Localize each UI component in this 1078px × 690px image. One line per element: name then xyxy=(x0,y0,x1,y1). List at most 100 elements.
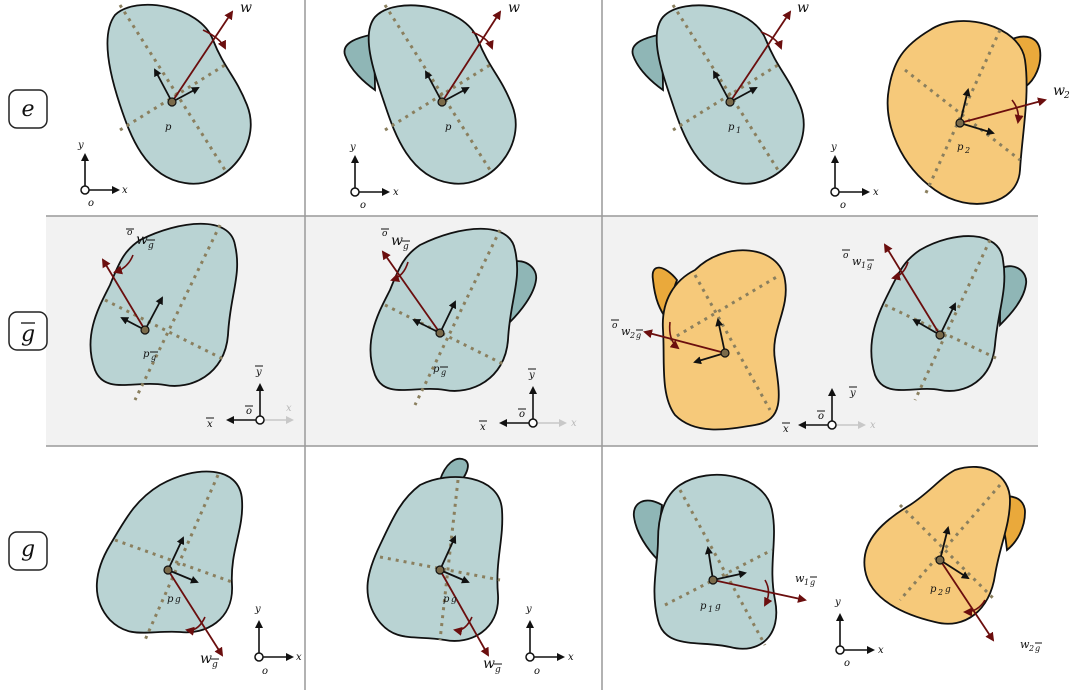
svg-text:1: 1 xyxy=(804,578,809,587)
svg-text:y: y xyxy=(834,597,841,608)
label-p2: p 2 xyxy=(957,142,970,155)
svg-text:o: o xyxy=(88,198,94,209)
label-w: w xyxy=(797,0,809,16)
svg-text:y: y xyxy=(255,367,262,378)
svg-text:g: g xyxy=(636,331,641,340)
svg-text:w: w xyxy=(1053,83,1065,99)
label-p: p xyxy=(165,122,172,133)
label-ow1-g: o w 1 g xyxy=(842,249,874,270)
svg-text:o: o xyxy=(534,666,540,677)
pear-body xyxy=(106,3,252,185)
svg-text:1: 1 xyxy=(736,126,741,135)
label-pg: p g xyxy=(443,594,457,605)
svg-text:x: x xyxy=(207,419,213,430)
pear-body-with-ear xyxy=(369,227,537,406)
svg-text:x: x xyxy=(870,420,876,431)
body-frame xyxy=(643,318,730,365)
svg-text:w: w xyxy=(621,325,631,338)
orange-pear-body xyxy=(651,249,787,431)
svg-text:g: g xyxy=(148,241,154,251)
svg-text:o: o xyxy=(519,409,525,420)
svg-text:g: g xyxy=(945,585,951,595)
svg-text:g: g xyxy=(715,602,721,612)
orange-pear-body xyxy=(863,465,1026,625)
label-pg-bar: p g xyxy=(143,349,158,362)
world-frame-bar: y x o x xyxy=(479,368,577,433)
pear-body-with-ear xyxy=(631,4,805,185)
world-frame-bar: y x o x xyxy=(782,386,876,435)
label-p2g: p 2 g xyxy=(930,584,951,597)
svg-text:2: 2 xyxy=(1063,91,1070,101)
svg-text:o: o xyxy=(382,229,388,239)
world-frame: y x o xyxy=(349,142,399,211)
label-ow-g: o w g xyxy=(381,228,410,252)
world-frame-bar: y x o x xyxy=(206,365,294,430)
world-frame: y x o xyxy=(830,142,879,211)
svg-text:g: g xyxy=(867,261,872,270)
svg-text:1: 1 xyxy=(708,605,713,614)
svg-text:x: x xyxy=(393,187,399,198)
label-pg: p g xyxy=(167,594,181,605)
svg-text:p: p xyxy=(167,594,174,605)
svg-text:2: 2 xyxy=(1028,644,1034,653)
svg-text:g: g xyxy=(21,537,35,562)
body-frame xyxy=(425,10,502,107)
body-frame xyxy=(935,526,995,642)
label-w2: w 2 xyxy=(1053,83,1070,101)
world-frame: y x o xyxy=(254,604,302,677)
body-frame xyxy=(713,10,792,107)
svg-text:2: 2 xyxy=(964,146,970,155)
svg-text:g: g xyxy=(1035,644,1040,653)
svg-text:g: g xyxy=(175,595,181,605)
svg-text:o: o xyxy=(612,321,618,331)
row-label-e: e xyxy=(8,89,48,129)
svg-text:p: p xyxy=(728,122,735,133)
svg-text:x: x xyxy=(568,652,574,663)
svg-text:y: y xyxy=(77,140,84,151)
svg-text:1: 1 xyxy=(861,261,866,270)
svg-text:x: x xyxy=(480,422,486,433)
pear-body-with-ear xyxy=(633,473,778,650)
svg-text:w: w xyxy=(200,651,212,667)
svg-text:x: x xyxy=(878,645,884,656)
svg-text:p: p xyxy=(700,601,707,612)
svg-text:y: y xyxy=(525,604,532,615)
svg-text:y: y xyxy=(349,142,356,153)
body-frame xyxy=(955,88,1047,136)
body-frame xyxy=(154,10,234,107)
world-frame: y x o xyxy=(834,597,884,669)
svg-text:y: y xyxy=(528,370,535,381)
svg-text:x: x xyxy=(122,185,128,196)
world-frame: y x o xyxy=(525,604,574,677)
label-ow2-g: o w 2 g xyxy=(611,319,643,340)
label-w1-g: w 1 g xyxy=(795,572,817,587)
label-p: p xyxy=(445,122,452,133)
svg-text:y: y xyxy=(254,604,261,615)
svg-text:o: o xyxy=(843,251,849,261)
row-label-g-bar: g xyxy=(8,311,48,351)
label-w: w xyxy=(240,0,252,16)
world-frame: y x o xyxy=(77,140,128,209)
pear-body-with-ear xyxy=(870,235,1027,401)
svg-text:o: o xyxy=(818,411,824,422)
svg-text:o: o xyxy=(360,200,366,211)
svg-text:y: y xyxy=(849,388,856,399)
label-w-g: w g xyxy=(200,651,219,670)
svg-text:p: p xyxy=(957,142,964,153)
svg-text:o: o xyxy=(127,228,133,238)
svg-text:w: w xyxy=(852,255,862,268)
label-ow-g: o w g xyxy=(126,228,155,251)
body-frame xyxy=(704,546,807,607)
svg-text:w: w xyxy=(391,233,403,249)
svg-text:g: g xyxy=(495,665,501,675)
svg-text:w: w xyxy=(483,656,495,672)
svg-text:w: w xyxy=(1020,638,1030,651)
label-w-g: w g xyxy=(483,656,502,675)
svg-text:p: p xyxy=(443,594,450,605)
svg-text:g: g xyxy=(441,368,446,377)
pear-body xyxy=(95,470,244,641)
row-label-g: g xyxy=(8,531,48,571)
svg-text:y: y xyxy=(830,142,837,153)
svg-text:g: g xyxy=(151,353,156,362)
body-frame xyxy=(163,536,224,657)
